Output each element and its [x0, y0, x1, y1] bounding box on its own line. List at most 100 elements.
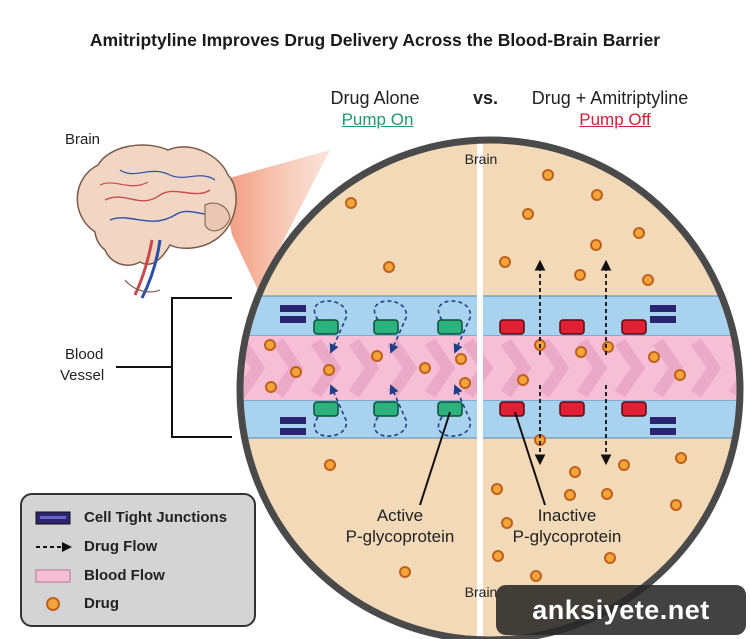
tight-junction-icon — [280, 417, 306, 435]
drug-molecule — [602, 341, 614, 353]
drug-molecule — [633, 227, 645, 239]
brain-bottom-label: Brain — [465, 584, 498, 600]
vessel-bracket — [116, 297, 232, 438]
brain-top-label: Brain — [465, 151, 498, 167]
drug-molecule — [492, 550, 504, 562]
watermark: anksiyete.net — [496, 585, 746, 635]
drug-molecule — [604, 552, 616, 564]
drug-molecule — [501, 517, 513, 529]
legend-drug-label: Drug — [84, 595, 119, 612]
drug-molecule — [675, 452, 687, 464]
drug-molecule — [674, 369, 686, 381]
legend: Cell Tight Junctions Drug Flow Blood Flo… — [20, 493, 256, 627]
blood-chevron — [691, 338, 722, 398]
junction-bar — [280, 305, 306, 312]
drug-molecule — [642, 274, 654, 286]
legend-drug-flow-label: Drug Flow — [84, 538, 158, 555]
blood-chevron — [463, 338, 494, 398]
diagram-title: Amitriptyline Improves Drug Delivery Acr… — [89, 30, 661, 50]
tight-junction-icon — [280, 305, 306, 323]
drug-molecule — [345, 197, 357, 209]
active-pgp-label: P-glycoprotein — [346, 527, 455, 546]
blood-flow-chevrons — [240, 338, 740, 398]
drug-molecule — [491, 483, 503, 495]
vs-label: vs. — [472, 88, 499, 108]
drug-molecule — [371, 350, 383, 362]
legend-drug-flow — [34, 537, 74, 557]
drug-molecule — [265, 381, 277, 393]
drug-molecule — [399, 566, 411, 578]
drug-molecule — [323, 364, 335, 376]
active-pgp-pump — [313, 401, 339, 417]
junction-bar — [650, 316, 676, 323]
drug-molecule — [670, 499, 682, 511]
blood-label: Blood — [65, 346, 104, 363]
blood-chevron — [615, 338, 646, 398]
active-label: Active — [377, 506, 423, 525]
drug-molecule — [522, 208, 534, 220]
blood-chevron — [539, 338, 570, 398]
junction-bar — [280, 428, 306, 435]
inactive-pgp-pump — [499, 401, 525, 417]
inactive-pgp-pump — [559, 319, 585, 335]
drug-molecule — [290, 366, 302, 378]
efflux-arrow-top — [313, 300, 347, 354]
legend-junction-label: Cell Tight Junctions — [84, 509, 228, 526]
blood-chevron — [349, 338, 380, 398]
drug-molecule — [419, 362, 431, 374]
drug-molecule — [383, 261, 395, 273]
legend-blood-flow-label: Blood Flow — [84, 567, 165, 584]
drug-molecule — [324, 459, 336, 471]
legend-junction — [34, 508, 74, 528]
inactive-pgp-label: P-glycoprotein — [513, 527, 622, 546]
divider-line — [477, 140, 483, 639]
drug-molecules — [264, 169, 687, 582]
magnified-circle — [236, 136, 744, 639]
inactive-label: Inactive — [538, 506, 597, 525]
junction-bar — [280, 417, 306, 424]
legend-blood-flow — [34, 566, 74, 586]
brain-label: Brain — [65, 131, 101, 148]
active-pgp-pump — [437, 401, 463, 417]
efflux-arrow-top — [437, 300, 471, 354]
tight-junction-icon — [650, 305, 676, 323]
drug-molecule — [517, 374, 529, 386]
drug-molecule — [564, 489, 576, 501]
active-pgp-pump — [313, 319, 339, 335]
inactive-pgp-pump — [499, 319, 525, 335]
efflux-arrow-bottom — [313, 384, 347, 437]
drug-molecule — [590, 239, 602, 251]
drug-molecule — [618, 459, 630, 471]
inactive-pointer-line — [514, 411, 546, 506]
efflux-arrow-bottom — [373, 384, 407, 437]
tight-junction-icon — [650, 417, 676, 435]
pump-off-status: Pump Off — [579, 110, 651, 129]
active-pgp-pump — [373, 319, 399, 335]
brain-icon — [76, 144, 237, 299]
active-pgp-pump — [373, 401, 399, 417]
active-pgp-pump — [437, 319, 463, 335]
drug-molecule — [530, 570, 542, 582]
junction-bar — [650, 417, 676, 424]
drug-molecule — [542, 169, 554, 181]
drug-molecule — [455, 353, 467, 365]
efflux-arrow-top — [373, 300, 407, 354]
tight-junction-icon — [35, 511, 71, 525]
drug-flow-arrow-icon — [36, 542, 72, 552]
efflux-arrow-bottom — [437, 384, 471, 437]
junction-bar — [650, 428, 676, 435]
drug-molecule — [459, 377, 471, 389]
drug-molecule — [264, 339, 276, 351]
drug-molecule — [499, 256, 511, 268]
blood-chevron — [425, 338, 456, 398]
right-condition-title: Drug + Amitriptyline — [531, 88, 689, 108]
drug-molecule — [601, 488, 613, 500]
legend-drug — [34, 594, 74, 614]
blood-chevron — [577, 338, 608, 398]
inactive-pgp-pump — [621, 401, 647, 417]
drug-molecule — [648, 351, 660, 363]
left-condition-title: Drug Alone — [330, 88, 420, 108]
blood-chevron — [501, 338, 532, 398]
drug-dot-icon — [46, 597, 60, 611]
